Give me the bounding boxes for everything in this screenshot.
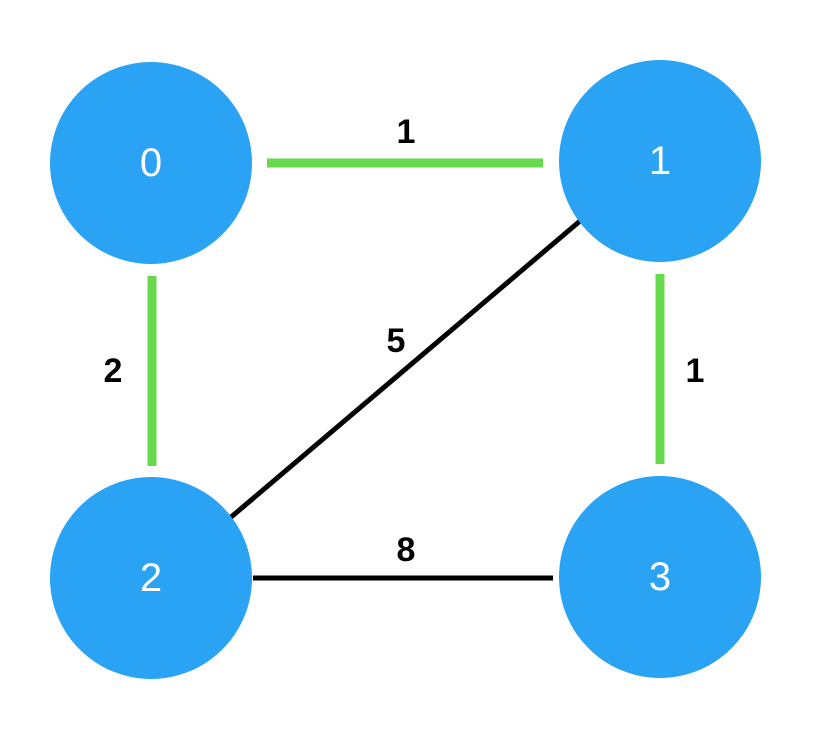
node-circle-2[interactable] [50,477,252,679]
edge-weight-label-2-3: 8 [397,531,416,569]
edge-weight-label-0-1: 1 [397,113,416,151]
graph-node-2[interactable]: 2 [50,477,252,679]
graph-node-3[interactable]: 3 [559,476,761,678]
node-circle-0[interactable] [50,62,252,264]
node-label-1: 1 [649,139,671,183]
edge-labels-layer: 1 2 1 5 8 [104,113,705,569]
edges-layer [147,158,665,581]
node-label-3: 3 [649,555,671,599]
graph-node-1[interactable]: 1 [559,60,761,262]
graph-edge-2-1[interactable] [228,219,582,520]
nodes-layer: 0 1 2 3 [50,60,761,679]
edge-weight-label-0-2: 2 [104,352,123,390]
edge-weight-label-1-3: 1 [686,352,705,390]
node-circle-1[interactable] [559,60,761,262]
graph-node-0[interactable]: 0 [50,62,252,264]
edge-weight-label-2-1: 5 [387,322,406,360]
node-label-0: 0 [140,141,162,185]
node-label-2: 2 [140,556,162,600]
node-circle-3[interactable] [559,476,761,678]
